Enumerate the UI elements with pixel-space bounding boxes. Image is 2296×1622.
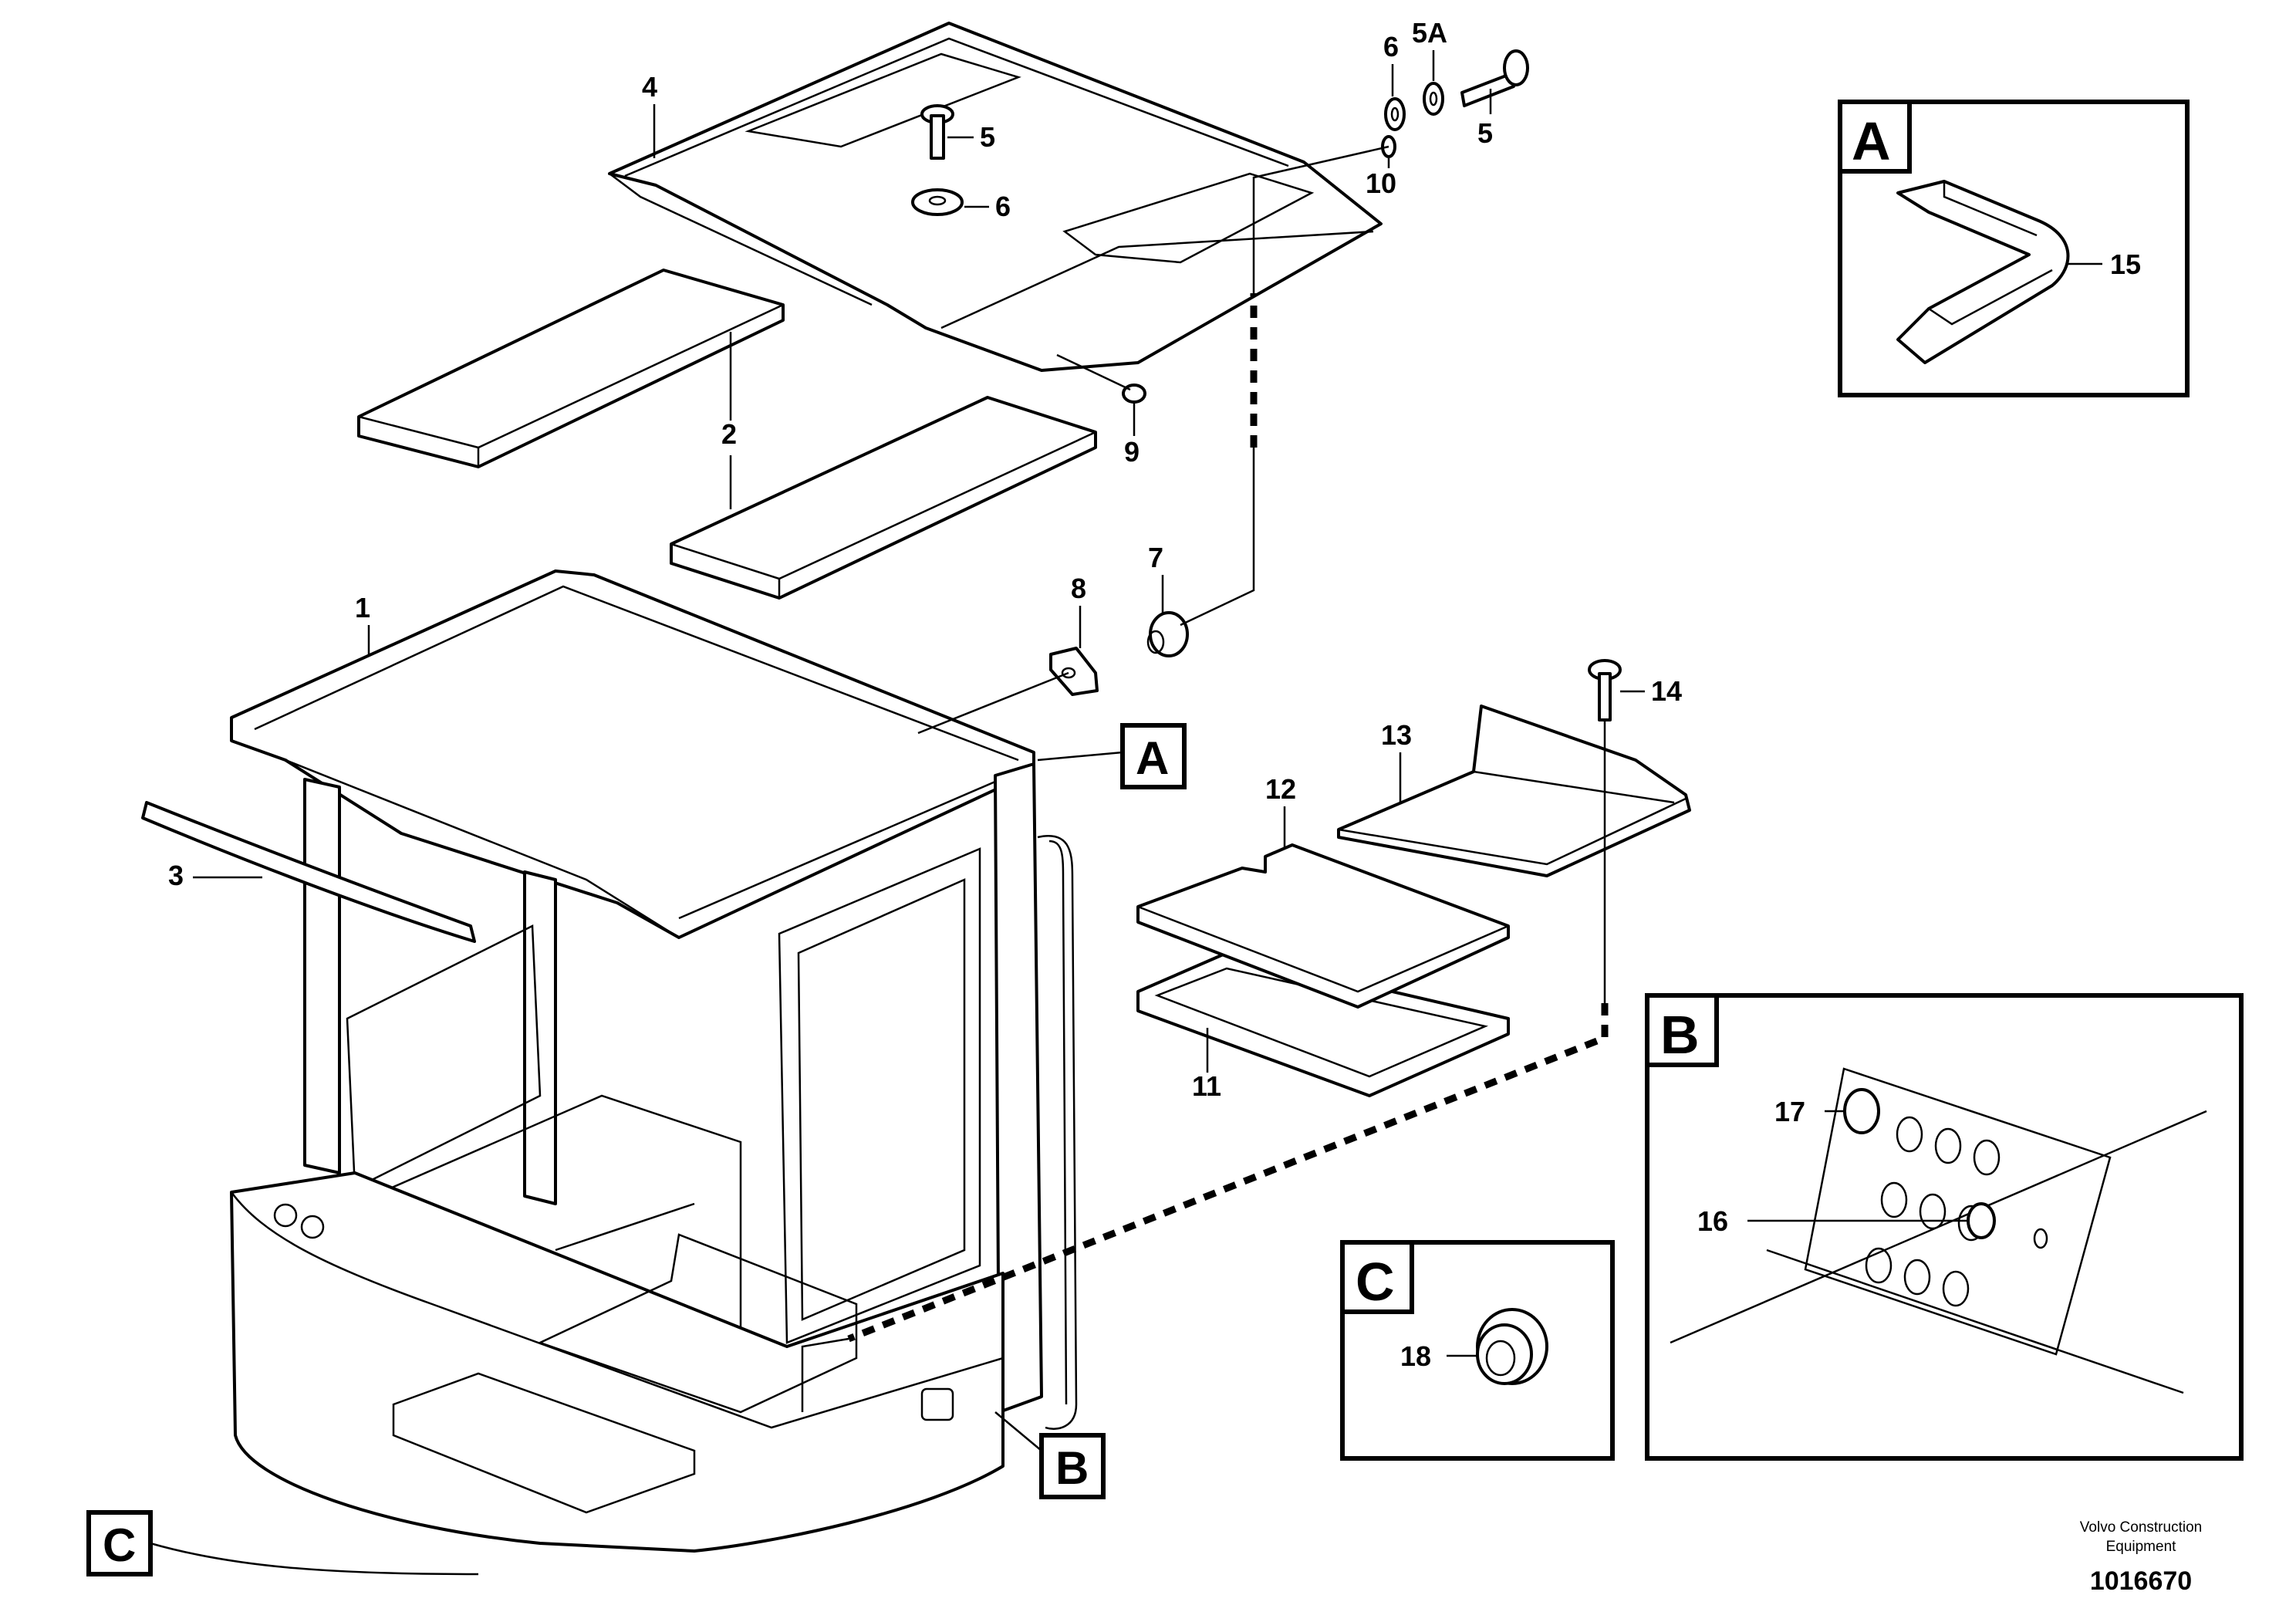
label-18: 18 — [1400, 1340, 1431, 1372]
bolt-5-right — [1460, 49, 1529, 107]
detail-a-letter: A — [1852, 111, 1891, 171]
corner-trim-15 — [1896, 180, 2070, 364]
drawing-number: 1016670 — [2090, 1566, 2192, 1596]
label-17: 17 — [1774, 1096, 1805, 1127]
label-7: 7 — [1148, 542, 1163, 573]
bolt-5-center — [920, 104, 954, 160]
spacer-7 — [1146, 611, 1189, 657]
part-labels: 1 2 3 4 5 5A 6 5 6 7 8 9 10 11 12 13 14 — [168, 17, 1682, 1102]
detail-c-letter: C — [1356, 1252, 1395, 1312]
callout-c: C — [86, 1510, 479, 1576]
label-15: 15 — [2110, 248, 2141, 280]
label-3: 3 — [168, 860, 184, 891]
washer-6-center — [911, 188, 964, 216]
detail-b: B 17 16 — [1645, 993, 2244, 1461]
plug-16 — [1967, 1202, 1996, 1239]
grommet-array — [1865, 1116, 2048, 1307]
label-6-center: 6 — [995, 191, 1011, 222]
bracket-8 — [1049, 647, 1099, 696]
label-9: 9 — [1124, 436, 1140, 468]
bolt-14 — [1588, 659, 1622, 721]
label-10: 10 — [1366, 167, 1396, 199]
callout-b-letter: B — [1055, 1442, 1089, 1494]
label-5-center: 5 — [980, 121, 995, 153]
label-1: 1 — [355, 592, 370, 623]
callout-a-letter: A — [1136, 732, 1169, 784]
washer-6-right — [1384, 97, 1406, 131]
assembly-line-spacer — [1180, 448, 1255, 627]
label-14: 14 — [1651, 675, 1682, 707]
insulation-panel-upper — [357, 269, 785, 468]
label-16: 16 — [1697, 1205, 1728, 1237]
roof-headliner — [608, 22, 1383, 372]
label-5-right: 5 — [1477, 117, 1493, 149]
label-11: 11 — [1192, 1070, 1221, 1102]
plug-9 — [1056, 353, 1146, 404]
cab-body — [230, 569, 1078, 1553]
callout-c-letter: C — [103, 1519, 136, 1571]
label-6-right: 6 — [1383, 31, 1399, 63]
plug-17 — [1843, 1088, 1880, 1134]
grommet-18 — [1476, 1308, 1548, 1385]
assembly-line-roof — [1252, 145, 1389, 293]
footer: Volvo Construction Equipment 1016670 — [2080, 1519, 2202, 1596]
company-line-1: Volvo Construction — [2080, 1519, 2202, 1536]
label-12: 12 — [1265, 773, 1296, 805]
label-2: 2 — [721, 418, 737, 450]
seal-strip — [141, 801, 476, 943]
assembly-line-bracket — [917, 671, 1069, 735]
company-line-2: Equipment — [2106, 1539, 2177, 1555]
floor-plate-12 — [1136, 843, 1510, 1009]
label-4: 4 — [642, 71, 657, 103]
label-13: 13 — [1381, 719, 1412, 751]
washer-5a — [1423, 82, 1444, 116]
label-8: 8 — [1071, 573, 1086, 604]
floor-panel-13 — [1337, 705, 1691, 877]
detail-a: A 15 — [1838, 100, 2190, 397]
detail-c: C 18 — [1340, 1240, 1615, 1461]
detail-b-letter: B — [1660, 1005, 1700, 1065]
insulation-panel-lower — [670, 396, 1097, 600]
callout-a: A — [1037, 723, 1187, 789]
callout-b: B — [994, 1411, 1106, 1499]
assembly-line-floor — [801, 1337, 849, 1412]
label-5a: 5A — [1412, 17, 1447, 49]
dashed-line-floor — [847, 1003, 1609, 1343]
